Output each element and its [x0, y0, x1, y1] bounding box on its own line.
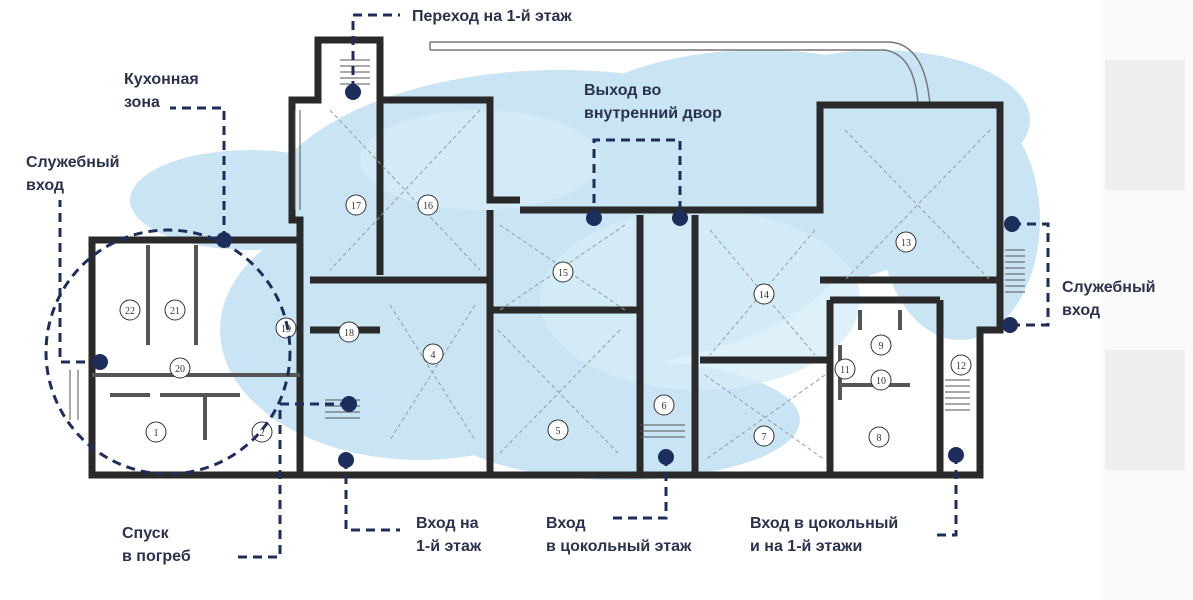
label-kitchen-zone: Кухонная зона	[124, 71, 199, 111]
marker-dot	[92, 354, 108, 370]
svg-text:12: 12	[956, 361, 966, 372]
svg-text:4: 4	[431, 350, 436, 361]
svg-text:14: 14	[759, 290, 769, 301]
room-numbers: 1 2 4 5 6 7 8 9 10 11 12 13 14 15 16 17 …	[119, 194, 972, 448]
marker-dot	[1004, 216, 1020, 232]
building-walls	[88, 36, 1004, 479]
room-22: 22	[119, 299, 141, 321]
label-entrance-basement: Вход в цокольный этаж	[546, 515, 692, 555]
watermark-strip	[1100, 0, 1193, 600]
svg-text:11: 11	[840, 365, 850, 376]
svg-text:2: 2	[260, 428, 265, 439]
marker-dot	[586, 210, 602, 226]
vault-lines	[329, 109, 991, 461]
marker-dot	[341, 396, 357, 412]
interior-thin-walls	[92, 245, 910, 440]
svg-text:16: 16	[423, 201, 433, 212]
svg-text:5: 5	[556, 426, 561, 437]
room-5: 5	[547, 419, 569, 441]
room-13: 13	[895, 231, 917, 253]
marker-dots	[92, 84, 1020, 468]
room-21: 21	[164, 299, 186, 321]
room-11: 11	[834, 358, 856, 380]
svg-text:1: 1	[154, 428, 159, 439]
svg-text:17: 17	[351, 201, 361, 212]
room-17: 17	[345, 194, 367, 216]
room-6: 6	[653, 394, 675, 416]
marker-dot	[216, 232, 232, 248]
svg-text:22: 22	[125, 306, 135, 317]
marker-dot	[345, 84, 361, 100]
room-4: 4	[422, 343, 444, 365]
marker-dot	[948, 447, 964, 463]
room-15: 15	[552, 261, 574, 283]
room-8: 8	[868, 426, 890, 448]
marker-dot	[658, 449, 674, 465]
marker-dot	[1002, 317, 1018, 333]
svg-text:10: 10	[876, 376, 886, 387]
room-10: 10	[870, 369, 892, 391]
top-corridor	[429, 41, 931, 106]
svg-text:9: 9	[879, 341, 884, 352]
label-service-entrance-right: Служебный вход	[1062, 279, 1156, 319]
svg-text:20: 20	[175, 364, 185, 375]
svg-text:7: 7	[762, 432, 767, 443]
svg-text:6: 6	[662, 401, 667, 412]
svg-text:15: 15	[558, 268, 568, 279]
room-1: 1	[145, 421, 167, 443]
leader-lines	[58, 13, 1050, 559]
label-entrance-first-floor: Вход на 1-й этаж	[416, 515, 482, 555]
room-16: 16	[417, 194, 439, 216]
label-courtyard-exit: Выход во внутренний двор	[584, 82, 722, 122]
marker-dot	[672, 210, 688, 226]
svg-text:13: 13	[901, 238, 911, 249]
svg-text:18: 18	[344, 328, 354, 339]
label-cellar-descent: Спуск в погреб	[122, 525, 191, 565]
room-20: 20	[169, 357, 191, 379]
room-14: 14	[753, 283, 775, 305]
room-7: 7	[753, 425, 775, 447]
room-18: 18	[338, 321, 360, 343]
svg-text:21: 21	[170, 306, 180, 317]
room-9: 9	[870, 334, 892, 356]
label-service-entrance-left: Служебный вход	[26, 154, 120, 194]
marker-dot	[338, 452, 354, 468]
svg-text:8: 8	[877, 433, 882, 444]
svg-text:19: 19	[281, 324, 291, 335]
room-12: 12	[950, 354, 972, 376]
label-entrance-basement-and-first: Вход в цокольный и на 1-й этажи	[750, 515, 899, 555]
room-19: 19	[275, 317, 297, 339]
kitchen-zone-circle	[44, 228, 292, 476]
label-passage-first-floor: Переход на 1-й этаж	[412, 8, 572, 25]
